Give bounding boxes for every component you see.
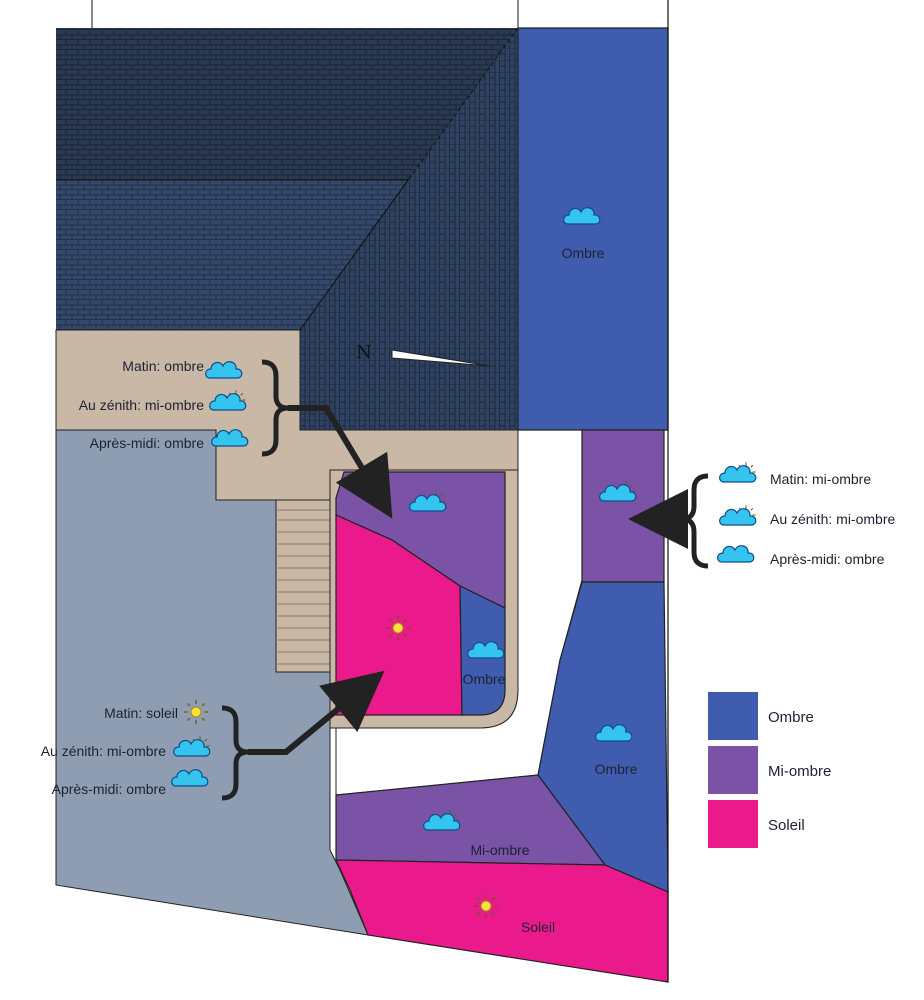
zone-bottom-soleil	[335, 859, 669, 983]
legend: Ombre Mi-ombre Soleil	[708, 692, 831, 848]
arrow-icon	[248, 670, 385, 755]
callout-text: Après-midi: ombre	[770, 551, 885, 567]
north-arrow: N	[356, 342, 491, 367]
zone-north-strip-ombre	[517, 27, 669, 431]
zone-label: Ombre	[562, 245, 605, 261]
legend-label: Mi-ombre	[768, 763, 831, 780]
legend-swatch-mi-ombre	[708, 746, 758, 794]
zone-right-mid-mi-ombre	[581, 429, 665, 583]
callout-left: Matin: soleil Au zénith: mi-ombre Après-…	[41, 670, 385, 801]
zone-label: Soleil	[521, 919, 555, 935]
legend-swatch-soleil	[708, 800, 758, 848]
legend-label: Ombre	[768, 709, 814, 726]
callout-text: Au zénith: mi-ombre	[770, 511, 895, 527]
callout-text: Après-midi: ombre	[52, 781, 167, 797]
callout-text: Au zénith: mi-ombre	[79, 397, 204, 413]
callout-text: Matin: ombre	[122, 358, 204, 374]
sun-icon	[385, 615, 411, 641]
callout-text: Matin: mi-ombre	[770, 471, 871, 487]
sun-icon	[473, 893, 499, 919]
cloud-icon	[717, 545, 755, 563]
zone-label: Ombre	[595, 761, 638, 777]
sun-icon	[183, 699, 209, 725]
callout-text: Après-midi: ombre	[90, 435, 205, 451]
legend-swatch-ombre	[708, 692, 758, 740]
zone-label: Mi-ombre	[470, 842, 529, 858]
cloud-sun-icon	[720, 505, 756, 525]
cloud-sun-icon	[720, 462, 756, 482]
compass-north-label: N	[356, 342, 372, 363]
callout-right: Matin: mi-ombre Au zénith: mi-ombre Aprè…	[628, 462, 895, 569]
zone-label: Ombre	[463, 671, 506, 687]
callout-text: Au zénith: mi-ombre	[41, 743, 166, 759]
arrow-icon	[288, 405, 393, 519]
brace-icon	[681, 473, 709, 569]
callout-text: Matin: soleil	[104, 705, 178, 721]
callout-top: Matin: ombre Au zénith: mi-ombre Après-m…	[79, 358, 393, 519]
legend-label: Soleil	[768, 817, 805, 834]
